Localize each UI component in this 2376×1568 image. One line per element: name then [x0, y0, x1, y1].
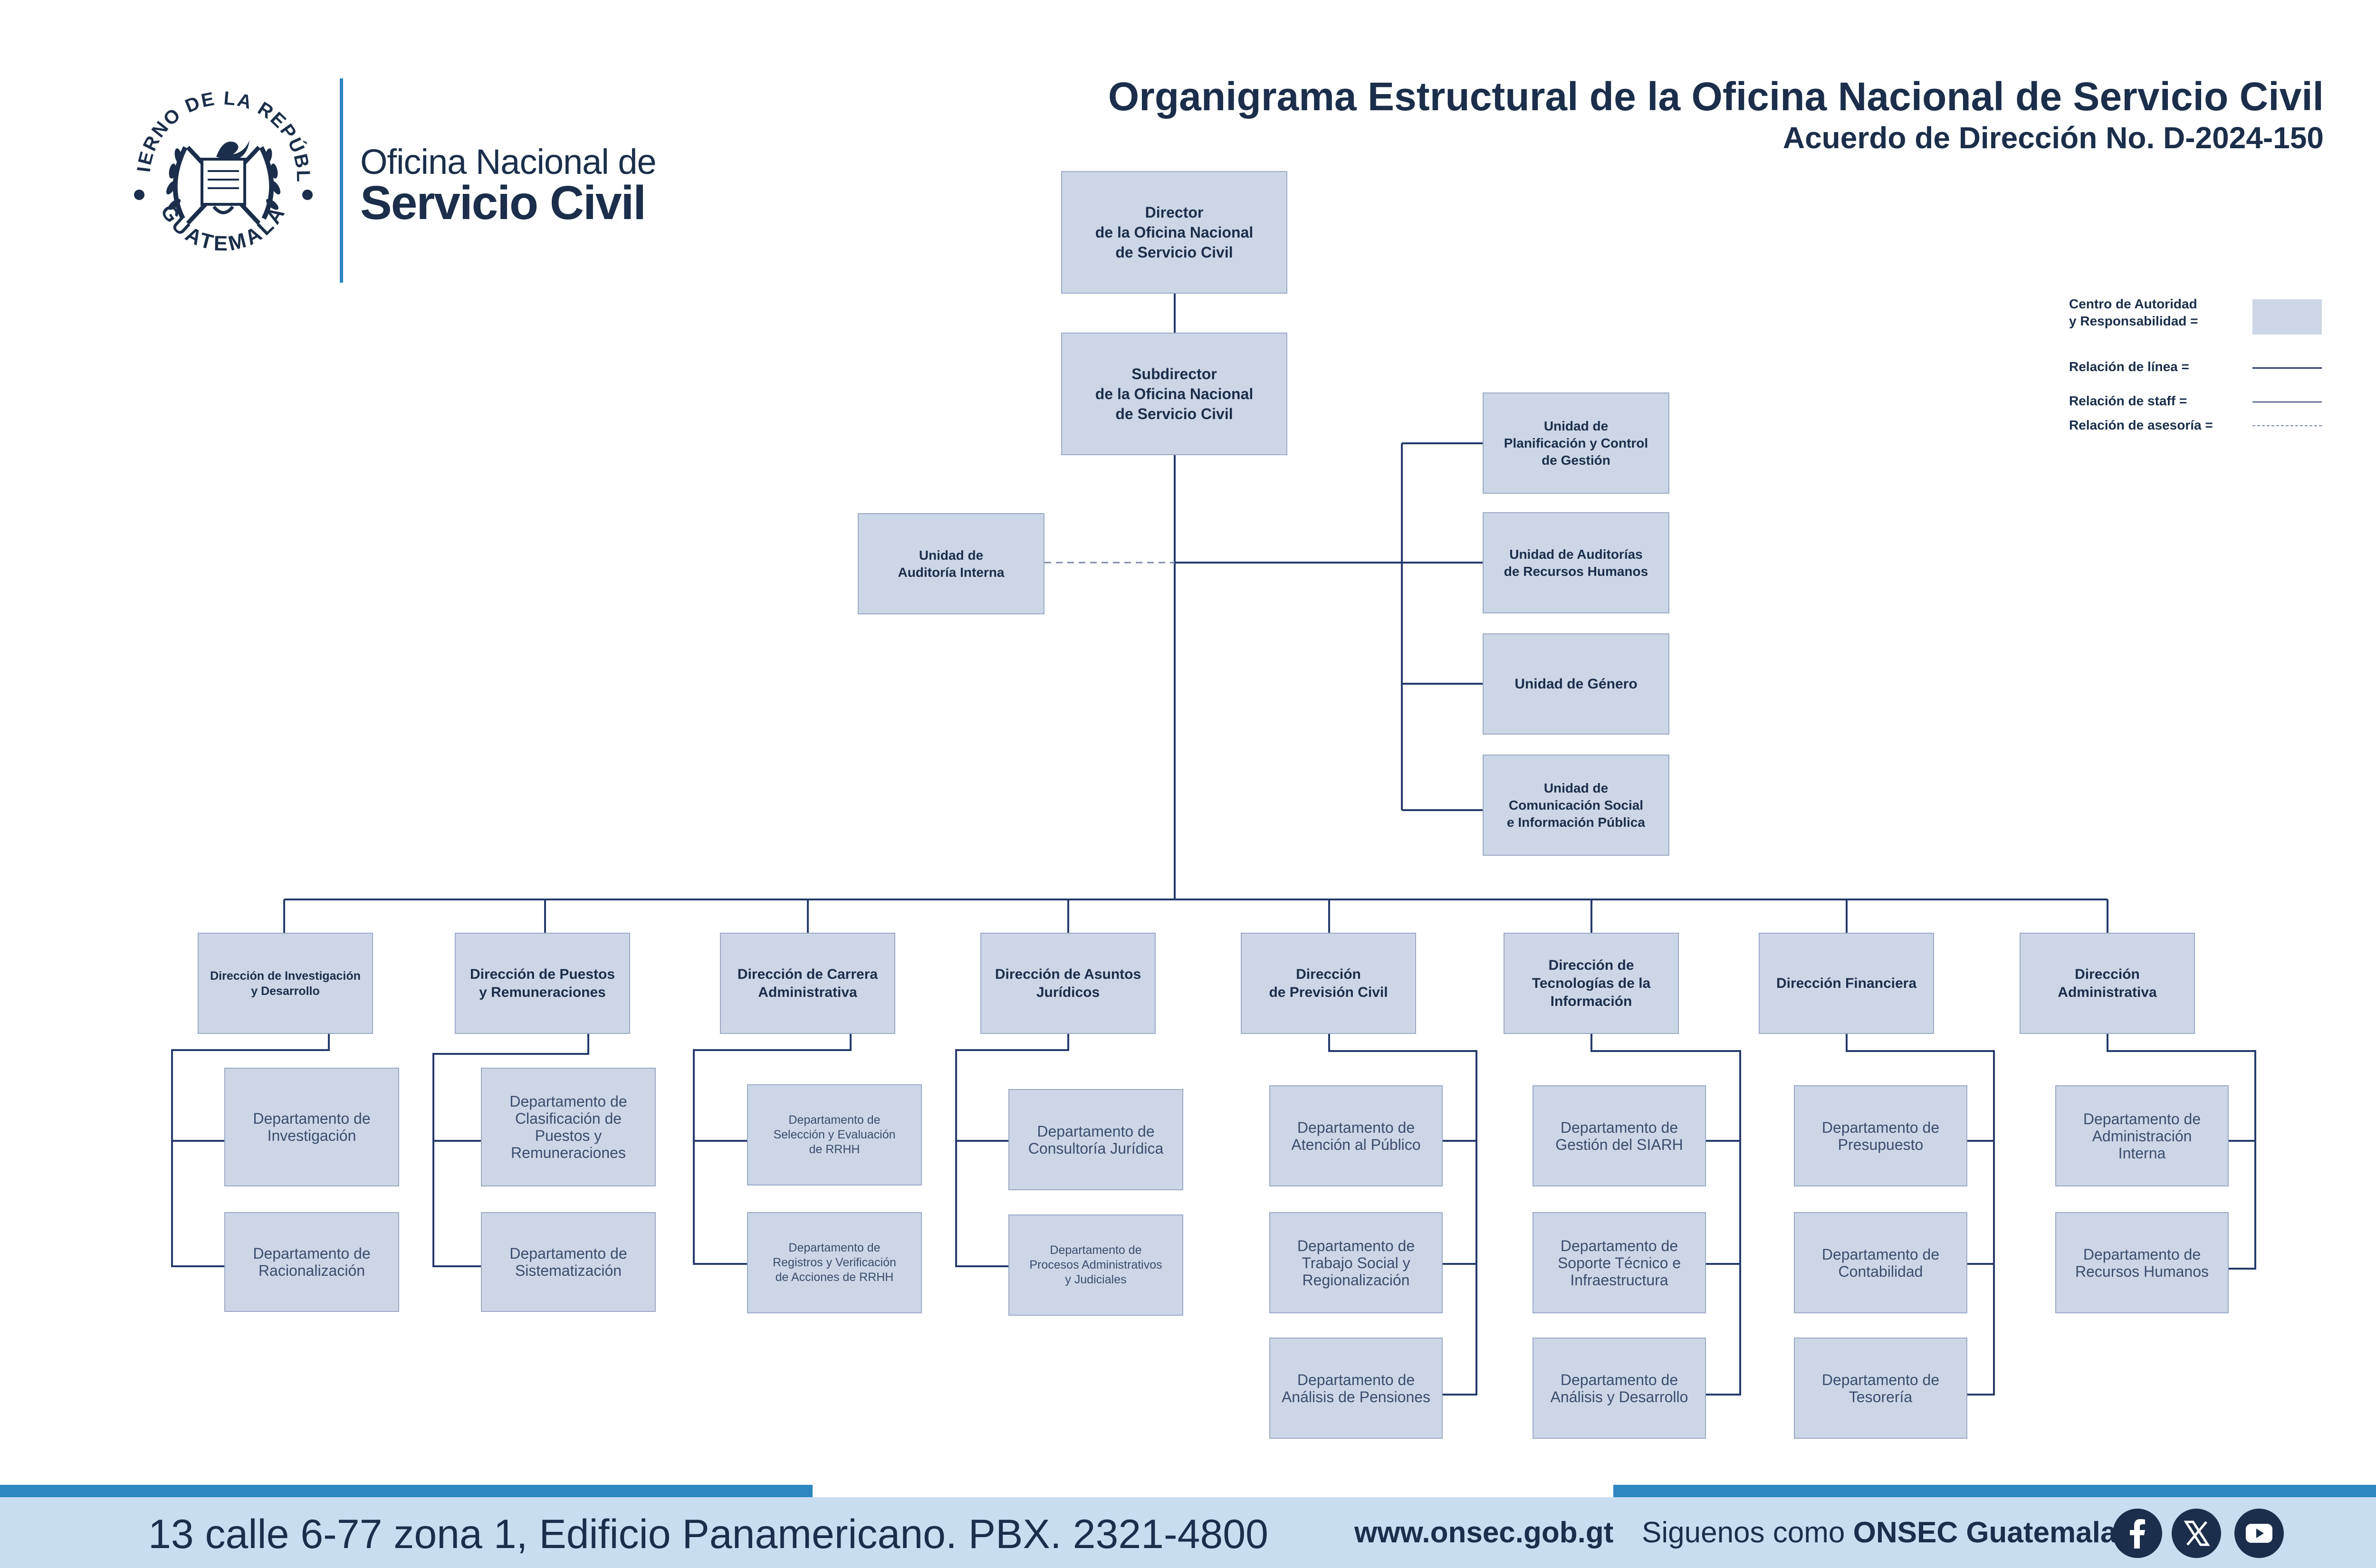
- box-department: Departamento de Sistematización: [481, 1212, 656, 1312]
- x-icon: [2184, 1520, 2210, 1546]
- legend-line-label: Relación de línea =: [2069, 359, 2189, 374]
- box-department-label: Departamento de Consultoría Jurídica: [1028, 1122, 1164, 1157]
- box-department-label: Departamento de Tesorería: [1821, 1371, 1940, 1405]
- box-direction: Dirección de Investigación y Desarrollo: [198, 933, 373, 1034]
- youtube-icon: [2246, 1524, 2272, 1543]
- box-department: Departamento de Gestión del SIARH: [1533, 1085, 1706, 1186]
- coat-of-arms-icon: GOBIERNO DE LA REPÚBLICA GUATEMALA: [113, 59, 313, 256]
- box-department-label: Departamento de Gestión del SIARH: [1555, 1119, 1683, 1153]
- box-department: Departamento de Tesorería: [1794, 1338, 1967, 1439]
- box-staff-unit-label: Unidad de Planificación y Control de Ges…: [1504, 418, 1648, 468]
- box-subdirector-label: Subdirector de la Oficina Nacional de Se…: [1095, 365, 1254, 422]
- box-department: Departamento de Procesos Administrativos…: [1008, 1214, 1183, 1316]
- coat-of-arms-seal: GOBIERNO DE LA REPÚBLICA GUATEMALA: [113, 59, 326, 280]
- legend-authority-label: Centro de Autoridad y Responsabilidad =: [2069, 296, 2198, 328]
- box-department-label: Departamento de Selección y Evaluación d…: [773, 1113, 896, 1156]
- box-department: Departamento de Investigación: [224, 1068, 399, 1186]
- box-staff-unit-label: Unidad de Género: [1514, 676, 1638, 692]
- page-subtitle: Acuerdo de Dirección No. D-2024-150: [1782, 121, 2324, 155]
- box-department-label: Departamento de Racionalización: [253, 1245, 371, 1279]
- youtube-link[interactable]: [2234, 1509, 2284, 1558]
- box-department: Departamento de Racionalización: [224, 1212, 399, 1312]
- box-staff-unit-label: Unidad de Comunicación Social e Informac…: [1507, 780, 1645, 830]
- box-staff-unit: Unidad de Auditorías de Recursos Humanos: [1483, 512, 1669, 613]
- box-department: Departamento de Atención al Público: [1269, 1085, 1443, 1186]
- box-department-label: Departamento de Administración Interna: [2083, 1110, 2201, 1162]
- box-direction: Dirección Financiera: [1759, 933, 1934, 1034]
- box-direction-label: Dirección Financiera: [1776, 975, 1917, 991]
- box-direction-label: Dirección de Puestos y Remuneraciones: [469, 966, 615, 1000]
- box-department: Departamento de Trabajo Social y Regiona…: [1269, 1212, 1443, 1313]
- box-department: Departamento de Soporte Técnico e Infrae…: [1533, 1212, 1706, 1313]
- footer-address: 13 calle 6-77 zona 1, Edificio Panameric…: [148, 1511, 1268, 1557]
- facebook-icon: [2130, 1519, 2145, 1549]
- box-staff-unit: Unidad de Género: [1483, 633, 1669, 735]
- box-department: Departamento de Consultoría Jurídica: [1008, 1089, 1183, 1190]
- box-department-label: Departamento de Soporte Técnico e Infrae…: [1557, 1237, 1681, 1289]
- box-department: Departamento de Selección y Evaluación d…: [747, 1084, 922, 1186]
- box-department: Departamento de Contabilidad: [1794, 1212, 1967, 1313]
- box-audit-unit: Unidad de Auditoría Interna: [858, 513, 1044, 614]
- box-staff-unit-label: Unidad de Auditorías de Recursos Humanos: [1504, 546, 1648, 579]
- box-department: Departamento de Análisis y Desarrollo: [1533, 1338, 1706, 1439]
- box-direction: Dirección de Tecnologías de la Informaci…: [1504, 933, 1679, 1034]
- page-title: Organigrama Estructural de la Oficina Na…: [1108, 74, 2324, 119]
- box-direction: Dirección de Asuntos Jurídicos: [980, 933, 1156, 1034]
- box-director: Director de la Oficina Nacional de Servi…: [1061, 171, 1287, 294]
- box-direction: Dirección Administrativa: [2020, 933, 2195, 1034]
- facebook-link[interactable]: [2113, 1509, 2162, 1558]
- box-department-label: Departamento de Procesos Administrativos…: [1029, 1243, 1162, 1286]
- box-department-label: Departamento de Presupuesto: [1821, 1119, 1940, 1153]
- box-subdirector: Subdirector de la Oficina Nacional de Se…: [1061, 333, 1287, 455]
- x-link[interactable]: [2172, 1509, 2221, 1558]
- box-department: Departamento de Análisis de Pensiones: [1269, 1338, 1443, 1439]
- box-direction: Dirección de Previsión Civil: [1241, 933, 1416, 1034]
- brand-divider: [340, 78, 343, 283]
- box-department: Departamento de Recursos Humanos: [2055, 1212, 2229, 1313]
- footer-follow-handle: ONSEC Guatemala: [1853, 1516, 2117, 1549]
- box-direction-label: Dirección de Asuntos Jurídicos: [995, 966, 1141, 1000]
- footer-stripe-left: [0, 1485, 813, 1497]
- box-direction: Dirección de Carrera Administrativa: [720, 933, 895, 1034]
- box-direction-label: Dirección de Carrera Administrativa: [737, 966, 878, 1000]
- box-department: Departamento de Administración Interna: [2055, 1085, 2229, 1186]
- box-direction: Dirección de Puestos y Remuneraciones: [455, 933, 630, 1034]
- box-department-label: Departamento de Trabajo Social y Regiona…: [1297, 1237, 1415, 1289]
- box-staff-unit: Unidad de Comunicación Social e Informac…: [1483, 755, 1669, 856]
- footer-band: [0, 1497, 2376, 1568]
- footer-follow-prefix: Siguenos como: [1642, 1516, 1853, 1549]
- box-department: Departamento de Clasificación de Puestos…: [481, 1068, 656, 1186]
- box-department-label: Departamento de Atención al Público: [1291, 1119, 1421, 1153]
- brand-name-line1: Oficina Nacional de: [360, 142, 657, 182]
- box-department-label: Departamento de Investigación: [253, 1110, 371, 1144]
- box-director-label: Director de la Oficina Nacional de Servi…: [1095, 204, 1254, 261]
- legend-advisory-label: Relación de asesoría =: [2069, 418, 2213, 432]
- box-department-label: Departamento de Recursos Humanos: [2075, 1245, 2209, 1280]
- box-direction-label: Dirección Administrativa: [2058, 966, 2157, 1000]
- box-staff-unit: Unidad de Planificación y Control de Ges…: [1483, 392, 1669, 494]
- box-department-label: Departamento de Clasificación de Puestos…: [509, 1093, 627, 1161]
- box-department-label: Departamento de Sistematización: [509, 1245, 627, 1279]
- box-direction-label: Dirección de Tecnologías de la Informaci…: [1532, 957, 1651, 1009]
- footer-follow-text: Siguenos como ONSEC Guatemala: [1642, 1516, 2117, 1549]
- box-department-label: Departamento de Contabilidad: [1821, 1245, 1940, 1280]
- legend-advisory-sample: [2252, 425, 2322, 426]
- legend-staff-label: Relación de staff =: [2069, 393, 2187, 408]
- footer-website-link[interactable]: www.onsec.gob.gt: [1354, 1516, 1614, 1549]
- legend-authority-swatch: [2252, 299, 2322, 335]
- footer-stripe-right: [1613, 1485, 2376, 1497]
- box-audit-unit-label: Unidad de Auditoría Interna: [898, 547, 1005, 580]
- box-direction-label: Dirección de Previsión Civil: [1269, 966, 1388, 1000]
- legend-line-sample: [2252, 367, 2322, 369]
- box-department-label: Departamento de Registros y Verificación…: [773, 1241, 896, 1284]
- box-department-label: Departamento de Análisis y Desarrollo: [1550, 1371, 1688, 1405]
- box-department: Departamento de Presupuesto: [1794, 1085, 1967, 1186]
- box-department: Departamento de Registros y Verificación…: [747, 1212, 922, 1313]
- brand-name-line2: Servicio Civil: [360, 176, 646, 229]
- box-department-label: Departamento de Análisis de Pensiones: [1281, 1371, 1431, 1405]
- box-direction-label: Dirección de Investigación y Desarrollo: [210, 969, 361, 998]
